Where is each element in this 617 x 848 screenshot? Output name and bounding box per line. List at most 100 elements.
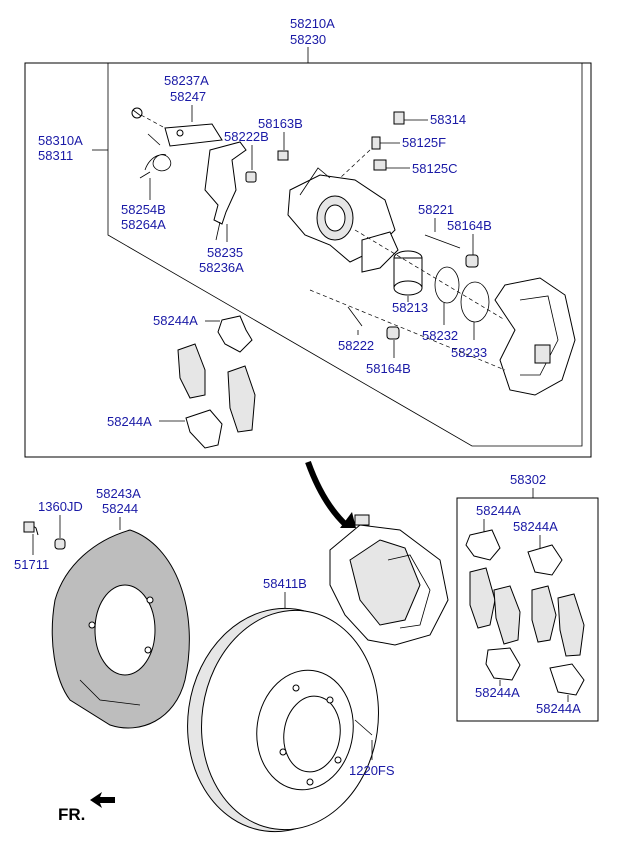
callout-58314[interactable]: 58314	[430, 112, 466, 127]
pin-boot-part	[465, 254, 479, 268]
callout-label: 58210A	[290, 16, 335, 31]
callout-58310A[interactable]: 58310A	[38, 133, 83, 148]
bleeder-part	[373, 159, 387, 171]
callout-1220FS[interactable]: 1220FS	[349, 763, 395, 778]
pad-clip-part	[527, 544, 563, 576]
callout-label: 58310A	[38, 133, 83, 148]
callout-label: 58164B	[447, 218, 492, 233]
callout-label: 58233	[451, 345, 487, 360]
callout-58244A-kit-2[interactable]: 58244A	[513, 519, 558, 534]
dust-boot-part	[460, 281, 490, 323]
bolt-cap-part	[277, 150, 289, 161]
front-arrow-icon	[90, 792, 115, 808]
assembly-guide	[339, 149, 371, 179]
callout-58244[interactable]: 58244	[102, 501, 138, 516]
piston-seal-part	[434, 266, 460, 304]
caliper-assembly-frame	[24, 62, 592, 458]
callout-58222B[interactable]: 58222B	[224, 129, 269, 144]
guide-bolt-part	[347, 306, 363, 327]
callout-58311[interactable]: 58311	[38, 148, 73, 163]
callout-label: 58264A	[121, 217, 166, 232]
pad-clip-part	[465, 529, 501, 561]
callout-label: 58244	[102, 501, 138, 516]
callout-label: 58244A	[536, 701, 581, 716]
callout-58244A-upper-2[interactable]: 58244A	[107, 414, 152, 429]
callout-58235[interactable]: 58235	[207, 245, 243, 260]
callout-label: 1360JD	[38, 499, 83, 514]
pad-clip-part	[217, 315, 253, 353]
arrow-head	[340, 512, 356, 528]
callout-label: 58244A	[107, 414, 152, 429]
callout-51711[interactable]: 51711	[14, 557, 49, 572]
callout-label: 58163B	[258, 116, 303, 131]
piston-part	[393, 250, 423, 296]
callout-58264A[interactable]: 58264A	[121, 217, 166, 232]
callout-58302[interactable]: 58302	[510, 472, 546, 487]
bushing-part	[245, 171, 257, 183]
callout-label: 58237A	[164, 73, 209, 88]
callout-58237A[interactable]: 58237A	[164, 73, 209, 88]
callout-58213[interactable]: 58213	[392, 300, 428, 315]
bleeder-screw-part	[371, 136, 381, 150]
callout-1360JD[interactable]: 1360JD	[38, 499, 83, 514]
pin-boot-part	[386, 326, 400, 340]
callout-label: 58244A	[153, 313, 198, 328]
callout-label: 58311	[38, 148, 73, 163]
exploded-view-boundary	[107, 62, 583, 447]
callout-label: 58247	[170, 89, 206, 104]
bleeder-cap-part	[393, 111, 405, 125]
callout-58411B[interactable]: 58411B	[263, 576, 307, 591]
callout-label: 58244A	[475, 685, 520, 700]
callout-58125F[interactable]: 58125F	[402, 135, 446, 150]
callout-label: 58230	[290, 32, 326, 47]
brake-pads-top	[177, 343, 256, 433]
callout-label: 58302	[510, 472, 546, 487]
assembly-guide	[309, 289, 506, 371]
guide-pin-part	[424, 234, 461, 249]
rotor-screw-part	[354, 719, 373, 736]
pad-kit-frame	[456, 497, 599, 722]
assembled-caliper	[329, 514, 449, 646]
callout-label: 58243A	[96, 486, 141, 501]
callout-label: 58125F	[402, 135, 446, 150]
bracket-plate	[204, 141, 247, 241]
callout-58163B[interactable]: 58163B	[258, 116, 303, 131]
callout-58230[interactable]: 58230	[290, 32, 326, 47]
bolt-head-part	[23, 521, 35, 533]
callout-58254B[interactable]: 58254B	[121, 202, 166, 217]
callout-58221[interactable]: 58221	[418, 202, 454, 217]
callout-label: 58232	[422, 328, 458, 343]
callout-58243A[interactable]: 58243A	[96, 486, 141, 501]
washer-part	[54, 538, 66, 550]
callout-label: 58221	[418, 202, 454, 217]
callout-label: 58222	[338, 338, 374, 353]
front-direction-label: FR.	[58, 805, 85, 824]
callout-58244A-kit-3[interactable]: 58244A	[475, 685, 520, 700]
callout-58125C[interactable]: 58125C	[412, 161, 458, 176]
dust-shield	[51, 529, 190, 729]
callout-58222[interactable]: 58222	[338, 338, 374, 353]
callout-label: 1220FS	[349, 763, 395, 778]
callout-label: 58222B	[224, 129, 269, 144]
callout-58244A-kit-1[interactable]: 58244A	[476, 503, 521, 518]
callout-label: 58244A	[513, 519, 558, 534]
pad-clip-part	[185, 409, 223, 449]
caliper-carrier	[494, 277, 576, 396]
callout-58232[interactable]: 58232	[422, 328, 458, 343]
caliper-body	[287, 167, 399, 273]
callout-58210A[interactable]: 58210A	[290, 16, 335, 31]
callout-label: 58254B	[121, 202, 166, 217]
brake-pads-kit	[469, 567, 585, 657]
callout-58244A-upper[interactable]: 58244A	[153, 313, 198, 328]
callout-58247[interactable]: 58247	[170, 89, 206, 104]
assembly-guide	[354, 229, 506, 321]
pad-clip-part	[485, 647, 521, 681]
callout-label: 58244A	[476, 503, 521, 518]
callout-58244A-kit-4[interactable]: 58244A	[536, 701, 581, 716]
callout-label: 58235	[207, 245, 243, 260]
callout-58164B-lower[interactable]: 58164B	[366, 361, 411, 376]
callout-58164B-upper[interactable]: 58164B	[447, 218, 492, 233]
callout-58233[interactable]: 58233	[451, 345, 487, 360]
callout-label: 58314	[430, 112, 466, 127]
callout-58236A[interactable]: 58236A	[199, 260, 244, 275]
